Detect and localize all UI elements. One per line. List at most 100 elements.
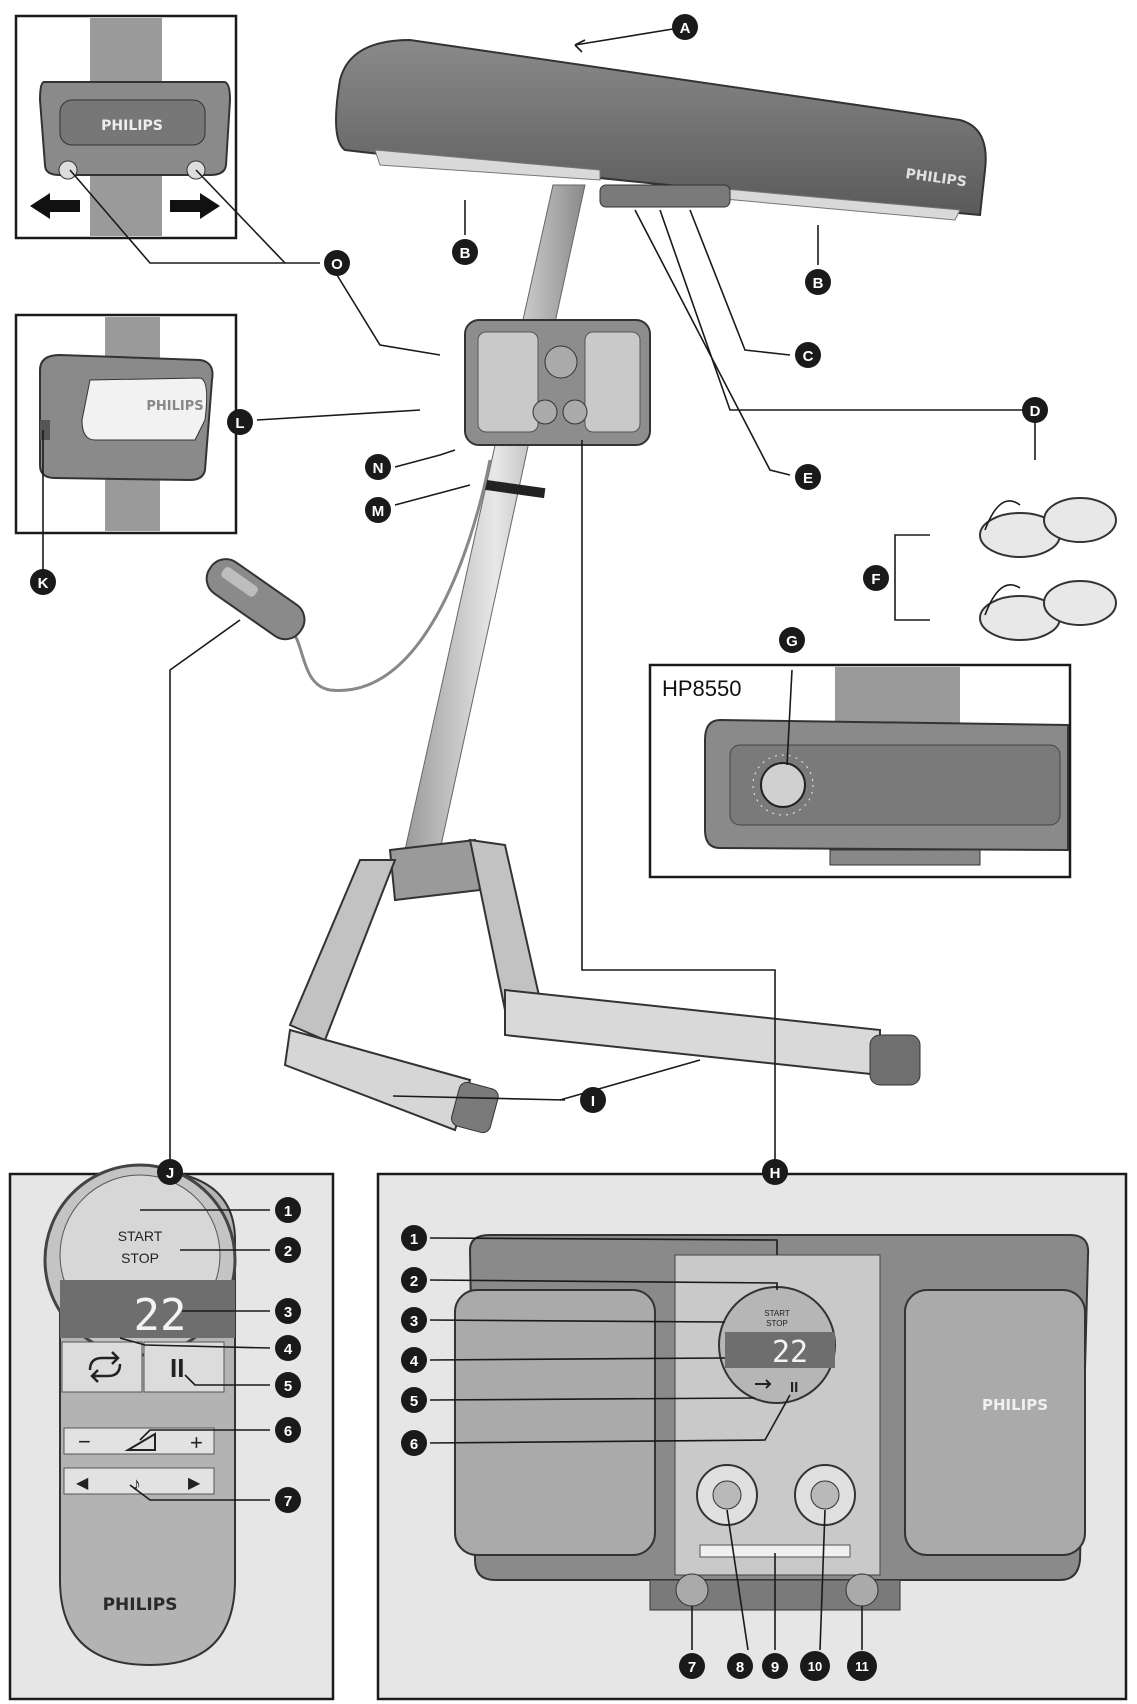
inset-hp8550: HP8550 [648, 663, 1072, 879]
panel-marker-8: 8 [727, 1653, 753, 1679]
panel-marker-5: 5 [401, 1387, 427, 1413]
remote-marker-4: 4 [275, 1335, 301, 1361]
svg-text:F: F [871, 571, 880, 588]
central-box-knob-right [562, 399, 588, 425]
inset-release-buttons: PHILIPS [14, 14, 238, 240]
marker-m: M [365, 497, 391, 523]
remote-repeat-button [61, 1341, 143, 1393]
panel-pause-icon: II [790, 1379, 798, 1396]
svg-text:2: 2 [284, 1243, 292, 1260]
intensity-icon [124, 1432, 156, 1451]
svg-text:N: N [373, 460, 384, 477]
remote-marker-2: 2 [275, 1237, 301, 1263]
base-joint [388, 838, 482, 902]
svg-text:7: 7 [688, 1659, 696, 1676]
panel-marker-1: 1 [401, 1225, 427, 1251]
marker-c: C [795, 342, 821, 368]
remote-display-value: 22 [134, 1290, 187, 1341]
panel-marker-10: 10 [800, 1651, 830, 1681]
svg-text:H: H [770, 1165, 781, 1182]
arrow-right-icon [170, 193, 220, 219]
remote-next-key: ▶ [188, 1475, 201, 1492]
panel-marker-7: 7 [679, 1653, 705, 1679]
base-foot-right-cap [869, 1034, 921, 1086]
central-box-knob-left [532, 399, 558, 425]
panel-marker-4: 4 [401, 1347, 427, 1373]
svg-text:6: 6 [410, 1436, 418, 1453]
remote-stop-label: STOP [121, 1250, 159, 1266]
lamp-head-control-block [599, 184, 731, 208]
marker-j: J [157, 1159, 183, 1185]
svg-text:4: 4 [410, 1353, 419, 1370]
svg-text:I: I [591, 1093, 595, 1110]
remote-start-label: START [118, 1228, 163, 1244]
marker-l: L [227, 409, 253, 435]
panel-marker-11: 11 [847, 1651, 877, 1681]
panel-marker-3: 3 [401, 1307, 427, 1333]
svg-text:K: K [38, 575, 49, 592]
inset-k-switch [40, 420, 50, 440]
svg-text:3: 3 [284, 1304, 292, 1321]
lamp-pole [404, 184, 586, 851]
svg-text:1: 1 [410, 1231, 418, 1248]
inset-remote: START STOP 22 II − + ◀ ♪ ▶ PHILIPS [8, 1163, 335, 1701]
base-leg-right [468, 838, 542, 1012]
svg-text:3: 3 [410, 1313, 418, 1330]
panel-repeat-icon [755, 1379, 772, 1389]
panel-display-value: 22 [772, 1335, 808, 1370]
panel-marker-9: 9 [762, 1653, 788, 1679]
svg-text:2: 2 [410, 1273, 418, 1290]
svg-text:O: O [331, 256, 343, 273]
timer-knob [760, 762, 806, 808]
goggles [979, 497, 1117, 641]
svg-text:5: 5 [284, 1378, 292, 1395]
inset-control-panel: PHILIPS START STOP 22 II [376, 1172, 1128, 1701]
panel-foot-left [675, 1573, 709, 1607]
release-button-left [58, 160, 78, 180]
central-box-right-panel [584, 331, 641, 433]
svg-text:J: J [166, 1165, 174, 1182]
remote-number-markers: 1 2 3 4 5 6 7 [275, 1197, 301, 1513]
marker-e: E [795, 464, 821, 490]
svg-text:8: 8 [736, 1659, 744, 1676]
svg-text:11: 11 [855, 1659, 869, 1674]
svg-text:5: 5 [410, 1393, 418, 1410]
lamp-assembly: PHILIPS [205, 38, 1117, 1134]
marker-i: I [580, 1087, 606, 1113]
panel-marker-2: 2 [401, 1267, 427, 1293]
panel-start-label: START [764, 1309, 790, 1318]
svg-text:10: 10 [808, 1659, 822, 1674]
repeat-icon [88, 1351, 122, 1383]
remote-marker-5: 5 [275, 1372, 301, 1398]
marker-d: D [1022, 397, 1048, 423]
panel-right-wing [904, 1289, 1086, 1556]
svg-text:6: 6 [284, 1423, 292, 1440]
svg-text:4: 4 [284, 1341, 293, 1358]
remote-prev-key: ◀ [76, 1475, 89, 1492]
pause-icon: II [170, 1353, 184, 1383]
panel-left-wing [454, 1289, 656, 1556]
svg-text:B: B [813, 275, 824, 292]
remote-marker-6: 6 [275, 1417, 301, 1443]
svg-text:9: 9 [771, 1659, 779, 1676]
svg-text:M: M [372, 503, 385, 520]
svg-text:A: A [680, 20, 691, 37]
base-leg-left [288, 859, 397, 1042]
remote-control-small [205, 558, 306, 641]
remote-display [60, 1280, 235, 1338]
remote-marker-1: 1 [275, 1197, 301, 1223]
panel-number-markers: 1 2 3 4 5 6 7 8 9 10 11 [401, 1225, 877, 1681]
remote-marker-7: 7 [275, 1487, 301, 1513]
remote-cable [288, 459, 492, 692]
model-label: HP8550 [662, 676, 742, 701]
remote-minus-key: − [78, 1429, 91, 1454]
inset-timer-box: PHILIPS [14, 313, 238, 535]
panel-stop-label: STOP [766, 1319, 788, 1328]
marker-b-right: B [805, 269, 831, 295]
music-note-icon: ♪ [132, 1474, 141, 1494]
central-box-dial-top [544, 345, 578, 379]
panel-foot-right [845, 1573, 879, 1607]
central-box-left-panel [477, 331, 539, 433]
remote-pause-button [143, 1341, 225, 1393]
